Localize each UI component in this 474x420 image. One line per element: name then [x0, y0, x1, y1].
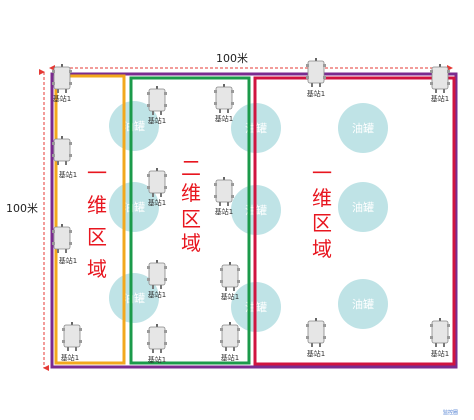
- base-station: 基站1: [213, 83, 235, 123]
- base-station-label: 基站1: [431, 349, 449, 358]
- base-station: 基站1: [429, 317, 451, 358]
- base-station-label: 基站1: [59, 170, 77, 179]
- tank: 油罐: [338, 182, 388, 232]
- base-station-icon: [429, 63, 451, 94]
- zone-label-left: 一 维 区 域: [87, 161, 107, 281]
- base-station: 基站1: [51, 63, 73, 103]
- base-station-icon: [146, 259, 168, 290]
- base-station: 基站1: [51, 223, 77, 265]
- base-station-label: 基站1: [59, 256, 77, 265]
- base-station-icon: [146, 85, 168, 116]
- zone-boundary-yellow: [54, 74, 126, 365]
- tank-label: 油罐: [352, 121, 374, 135]
- outer-boundary: [50, 72, 458, 369]
- zone-char: 域: [181, 231, 201, 255]
- base-station-label: 基站1: [148, 290, 166, 299]
- zone-char: 一: [87, 161, 107, 185]
- base-station: 基站1: [429, 63, 451, 103]
- base-station-icon: [146, 167, 168, 198]
- zone-char: 域: [312, 237, 332, 261]
- base-station-icon: [51, 63, 73, 94]
- base-station-label: 基站1: [215, 114, 233, 123]
- base-station-label: 基站1: [148, 116, 166, 125]
- base-station-icon: [213, 83, 235, 114]
- base-station: 基站1: [213, 176, 235, 216]
- base-station: 基站1: [146, 259, 168, 299]
- base-station: 基站1: [305, 317, 327, 358]
- tank-label: 油罐: [123, 119, 145, 133]
- base-station-label: 基站1: [431, 94, 449, 103]
- zone-char: 二: [181, 156, 201, 180]
- base-station-icon: [213, 176, 235, 207]
- base-stations: 基站1 基站1 基站1 基站1 基站1 基站1 基站1 基站1: [51, 57, 451, 364]
- base-station: 基站1: [219, 321, 241, 362]
- base-station: 基站1: [51, 135, 77, 179]
- zone-char: 区: [87, 225, 107, 249]
- base-station-icon: [51, 135, 73, 166]
- base-station-icon: [305, 57, 327, 88]
- zone-char: 维: [181, 181, 201, 205]
- horizontal-dimension: 100米: [49, 52, 453, 71]
- zone-boundary-green: [129, 76, 251, 365]
- zone-char: 域: [87, 257, 107, 281]
- base-station-label: 基站1: [221, 292, 239, 301]
- base-station-icon: [51, 223, 73, 254]
- tank-label: 油罐: [123, 200, 145, 214]
- vertical-dimension: 100米: [6, 69, 49, 371]
- zone-char: 一: [312, 161, 332, 185]
- base-station-icon: [305, 317, 327, 348]
- base-station-icon: [61, 321, 83, 352]
- base-station-icon: [146, 323, 168, 354]
- base-station: 基站1: [305, 57, 327, 98]
- base-station-label: 基站1: [148, 198, 166, 207]
- tank-label: 油罐: [352, 200, 374, 214]
- base-station-icon: [219, 321, 241, 352]
- base-station-label: 基站1: [215, 207, 233, 216]
- zone-char: 维: [312, 186, 332, 210]
- tank: 油罐: [109, 101, 159, 151]
- base-station: 基站1: [146, 167, 168, 207]
- zone-boundary-red: [253, 76, 456, 366]
- tank: 油罐: [109, 182, 159, 232]
- base-station-label: 基站1: [307, 89, 325, 98]
- watermark-text: 监控圈: [443, 409, 458, 416]
- zone-label-middle: 二 维 区 域: [181, 156, 201, 255]
- base-station-icon: [219, 261, 241, 292]
- base-station: 基站1: [146, 323, 168, 364]
- base-station-label: 基站1: [61, 353, 79, 362]
- horizontal-dimension-label: 100米: [216, 52, 248, 65]
- base-station-label: 基站1: [148, 355, 166, 364]
- tank-label: 油罐: [352, 297, 374, 311]
- base-station-icon: [429, 317, 451, 348]
- base-station-label: 基站1: [307, 349, 325, 358]
- base-station: 基站1: [146, 85, 168, 125]
- tank: 油罐: [109, 273, 159, 323]
- base-station-label: 基站1: [221, 353, 239, 362]
- vertical-dimension-label: 100米: [6, 202, 38, 215]
- base-station: 基站1: [61, 321, 83, 362]
- base-station-label: 基站1: [53, 94, 71, 103]
- tank: 油罐: [338, 103, 388, 153]
- zone-label-right: 一 维 区 域: [312, 161, 332, 261]
- tank: 油罐: [338, 279, 388, 329]
- zone-char: 维: [87, 193, 107, 217]
- tanks: 油罐 油罐 油罐 油罐 油罐 油罐 油罐 油罐: [109, 101, 388, 332]
- base-station: 基站1: [219, 261, 241, 301]
- tank-label: 油罐: [123, 291, 145, 305]
- zone-char: 区: [312, 211, 332, 235]
- zone-char: 区: [181, 207, 201, 231]
